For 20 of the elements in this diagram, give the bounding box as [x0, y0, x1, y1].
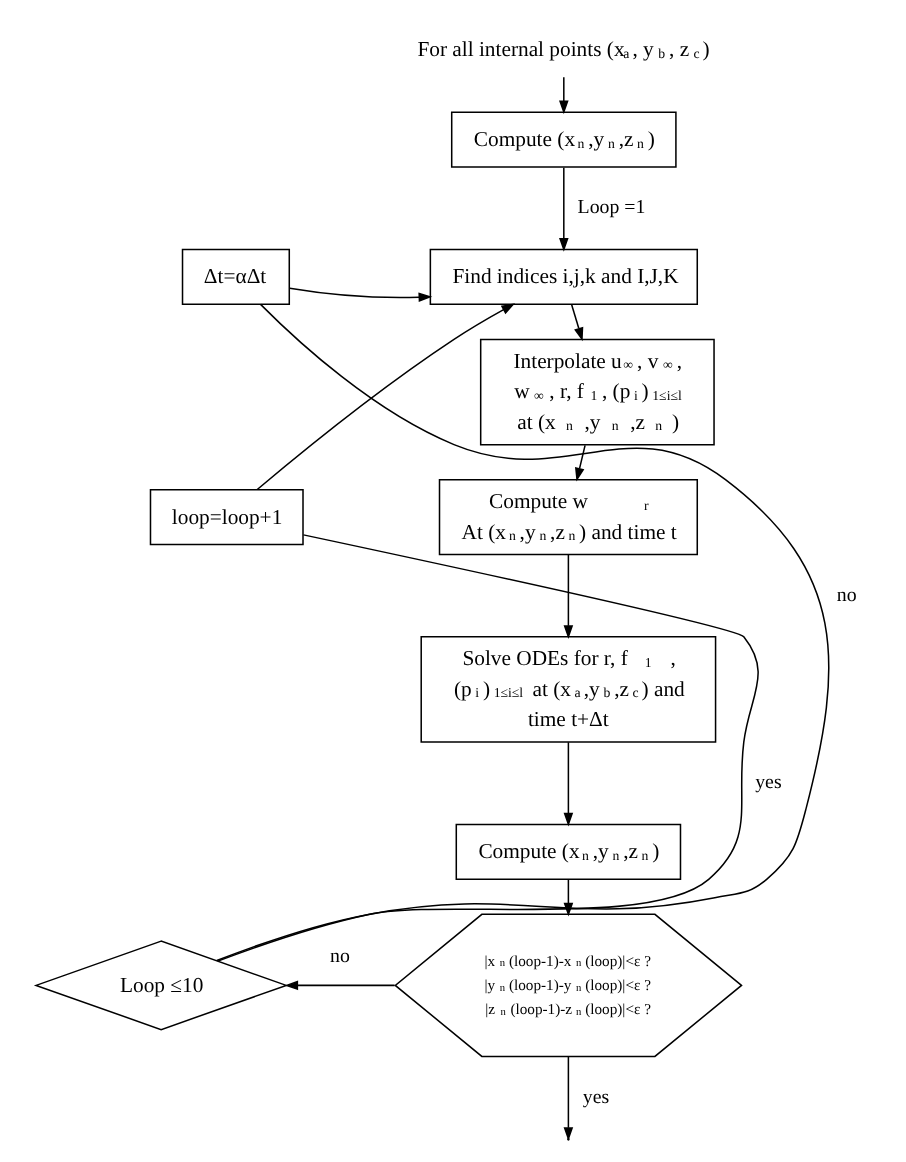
- arrow: [569, 303, 583, 342]
- arrow: [558, 76, 568, 115]
- arrow: [283, 980, 395, 991]
- edge-label: Loop =1: [576, 197, 645, 220]
- connector: [215, 303, 829, 962]
- connector: [216, 534, 758, 962]
- arrow: [255, 303, 515, 491]
- arrow: [562, 741, 573, 827]
- arrow: [573, 444, 585, 482]
- edge-label: no: [835, 584, 856, 607]
- arrow: [562, 553, 573, 639]
- node-box: Δt=αΔt: [180, 248, 290, 306]
- edge-label: yes: [754, 772, 781, 795]
- edge-label: no: [329, 945, 349, 968]
- node-box: loop=loop+1: [148, 488, 303, 546]
- edge-label: yes: [581, 1086, 609, 1109]
- arrow: [558, 166, 568, 252]
- node-box: Find indices i,j,k and I,J,K: [428, 248, 698, 306]
- node-diamond: Loop ≤10: [32, 940, 288, 1031]
- arrow: [287, 287, 432, 303]
